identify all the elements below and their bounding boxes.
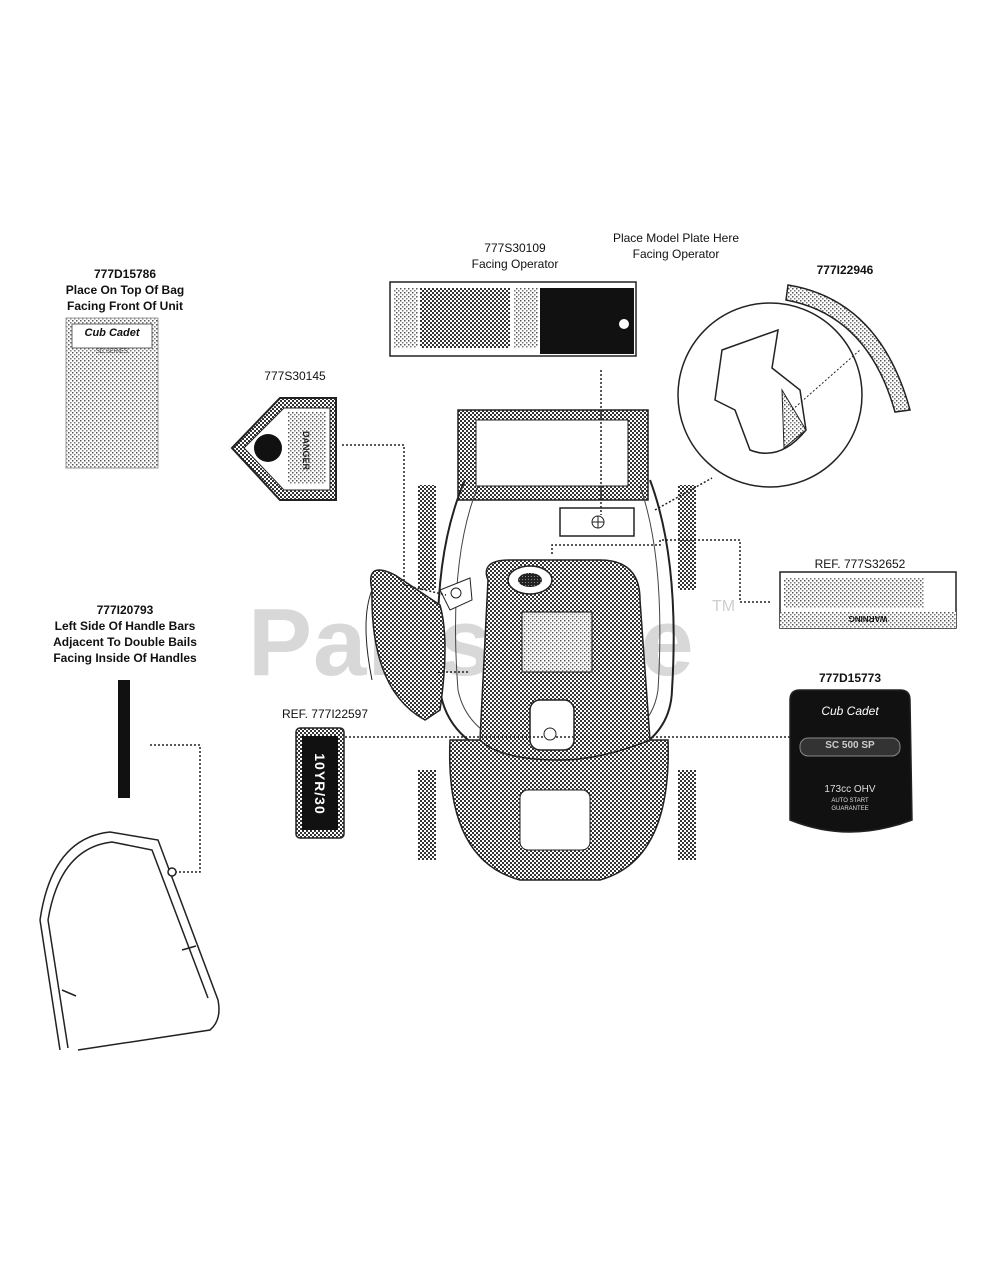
callout-line: Facing Operator (632, 247, 720, 261)
callout-line: Facing Front Of Unit (67, 299, 183, 313)
warning-decal-word: WARNING (848, 614, 888, 623)
bag-decal-logo: Cub Cadet (84, 327, 140, 339)
callout-line: Place Model Plate Here (612, 231, 740, 245)
leader-lines (150, 370, 800, 873)
warning-decal-drawing (779, 571, 957, 629)
handle-drawing (39, 831, 220, 1051)
part-number: 777S30109 (484, 241, 546, 255)
danger-decal-drawing (230, 397, 337, 501)
operator-decal-drawing (389, 281, 637, 357)
callout-ref-plate: REF. 777I22597 (265, 706, 385, 722)
engine-decal-logo: Cub Cadet (821, 704, 879, 718)
callout-line: Facing Inside Of Handles (53, 651, 197, 665)
callout-bag: 777D15786 Place On Top Of Bag Facing Fro… (30, 266, 220, 314)
engine-decal-sub1: AUTO START (831, 798, 869, 804)
callout-line: Left Side Of Handle Bars (54, 619, 196, 633)
bag-decal-series: SC SERIES (95, 349, 128, 355)
engine-decal-model: SC 500 SP (825, 740, 875, 751)
part-number: 777I22946 (816, 263, 874, 277)
part-number: REF. 777S32652 (814, 557, 906, 571)
part-number: 777D15786 (93, 267, 157, 281)
engine-decal-drawing (789, 689, 913, 833)
ref-plate-text: 10YR/30 (312, 753, 328, 815)
part-number: 777D15773 (818, 671, 882, 685)
deflector-decal-drawing (785, 284, 911, 413)
bag-decal-drawing (65, 317, 159, 469)
callout-engine: 777D15773 (800, 670, 900, 686)
callout-line: Facing Operator (471, 257, 559, 271)
mower-body (365, 409, 696, 881)
part-number: 777I20793 (96, 603, 154, 617)
part-number: REF. 777I22597 (281, 707, 369, 721)
callout-line: Adjacent To Double Bails (53, 635, 197, 649)
callout-deflector: 777I22946 (790, 262, 900, 278)
deflector-inset (677, 302, 863, 488)
handle-decal-drawing (118, 680, 130, 798)
ref-plate-drawing (295, 727, 345, 839)
callout-line: Place On Top Of Bag (65, 283, 185, 297)
callout-warning: REF. 777S32652 (790, 556, 930, 572)
callout-model-plate: Place Model Plate Here Facing Operator (586, 230, 766, 262)
engine-decal-spec: 173cc OHV (824, 784, 876, 795)
callout-danger: 777S30145 (240, 368, 350, 384)
part-number: 777S30145 (264, 369, 326, 383)
trademark-mark: TM (712, 598, 736, 615)
callout-operator: 777S30109 Facing Operator (430, 240, 600, 272)
engine-decal-sub2: GUARANTEE (831, 806, 869, 812)
callout-handle: 777I20793 Left Side Of Handle Bars Adjac… (30, 602, 220, 666)
danger-decal-word: DANGER (301, 431, 311, 471)
